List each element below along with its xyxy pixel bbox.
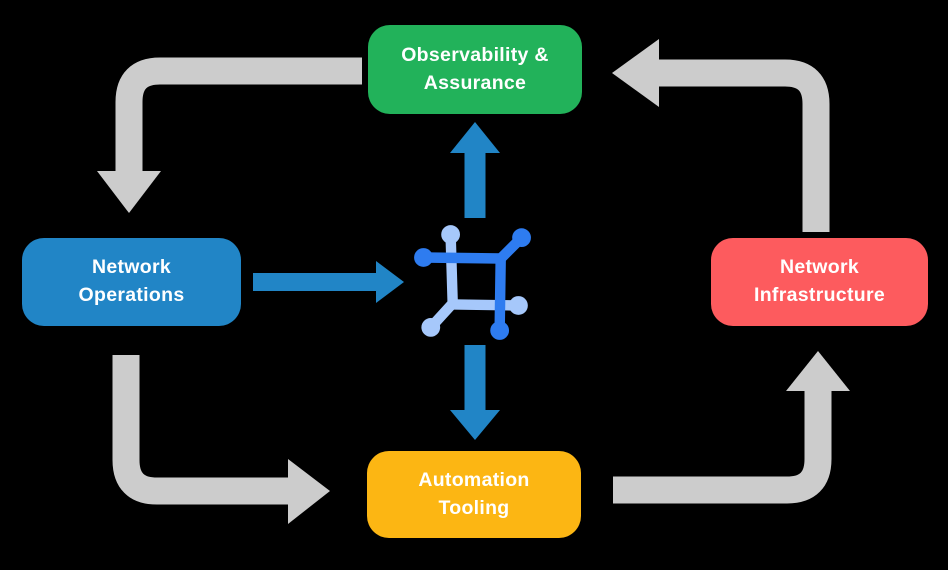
node-observability-assurance: Observability & Assurance — [368, 25, 582, 114]
node-network-infrastructure: Network Infrastructure — [711, 238, 928, 326]
network-mesh-icon-dark-nodes — [414, 228, 531, 340]
node-network-operations: Network Operations — [22, 238, 241, 326]
node-operations-label: Network Operations — [78, 256, 185, 306]
arrow-observability-to-operations — [97, 57, 362, 213]
arrow-operations-to-automation — [112, 355, 330, 524]
network-mesh-icon — [414, 225, 531, 340]
node-automation-label: Automation Tooling — [418, 468, 530, 519]
arrow-automation-to-infrastructure — [613, 351, 850, 504]
node-observability-label: Observability & Assurance — [401, 43, 549, 94]
arrow-center-to-automation — [450, 345, 500, 440]
arrow-center-to-observability — [450, 122, 500, 218]
arrow-infrastructure-to-observability — [612, 39, 830, 232]
node-automation-tooling: Automation Tooling — [367, 451, 581, 538]
network-mesh-icon-light-nodes — [421, 225, 528, 337]
node-infrastructure-label: Network Infrastructure — [754, 256, 885, 306]
arrow-operations-to-center — [253, 261, 404, 303]
